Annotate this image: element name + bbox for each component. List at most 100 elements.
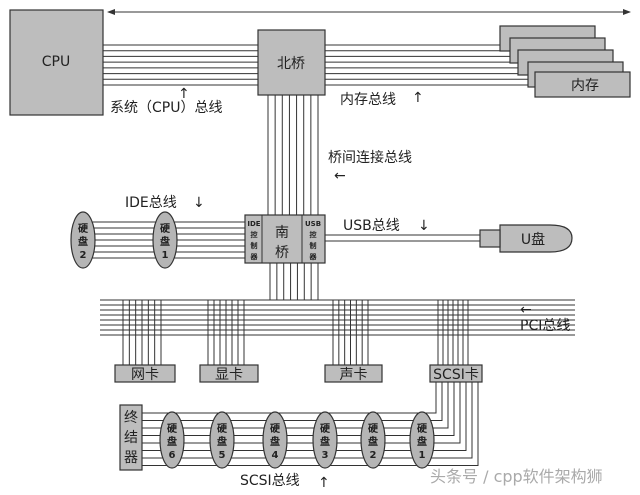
hard-disk-label: 6: [169, 450, 176, 461]
down-arrow-icon: ↓: [193, 195, 205, 211]
hard-disk-label: 1: [162, 250, 169, 261]
hard-disk: 硬盘 3: [312, 411, 338, 469]
hard-disk-label: 硬: [368, 423, 379, 435]
memory-label: 内存: [571, 78, 599, 94]
hard-disk-label: 4: [272, 450, 279, 461]
up-arrow-icon: ↑: [318, 475, 330, 491]
terminator-box: [119, 404, 143, 471]
hard-disk-shape: [152, 211, 178, 269]
scsi-bus-line: [142, 382, 437, 414]
hard-disk: 硬盘 1: [409, 411, 435, 469]
bridge-bus-label: 桥间连接总线: [328, 149, 412, 166]
scsi-bus-line: [142, 382, 461, 444]
hard-disk-label: 盘: [78, 235, 88, 248]
cpu-box: [9, 9, 104, 116]
expansion-card: [324, 364, 383, 383]
hard-disk: 硬盘1: [152, 211, 178, 269]
hard-disk-label: 5: [219, 450, 226, 461]
southbridge-label-1: 南: [275, 225, 289, 241]
terminator: 终 结 器: [119, 404, 143, 471]
hard-disk-label: 盘: [270, 435, 280, 448]
southbridge-box: [244, 214, 326, 264]
expansion-card: [199, 364, 259, 383]
hard-disk: 硬盘 5: [209, 411, 235, 469]
usb-controller-label: 器: [309, 252, 318, 261]
expansion-cards: 网卡 显卡 声卡 SCSI卡: [114, 364, 483, 383]
ide-bus-label: IDE总线: [125, 195, 177, 211]
hard-disk-shape: [209, 411, 235, 469]
hard-disk-label: 盘: [320, 435, 330, 448]
hard-disk-label: 1: [419, 450, 426, 461]
hard-disk: 硬盘 4: [262, 411, 288, 469]
cpu-label: CPU: [42, 54, 70, 70]
terminator-label: 器: [124, 450, 138, 466]
terminator-label: 结: [124, 430, 138, 446]
hard-disk-shape: [262, 411, 288, 469]
hard-disk-label: 硬: [270, 423, 281, 435]
usb-controller-label: USB: [305, 220, 321, 228]
expansion-card-label: SCSI卡: [433, 367, 479, 383]
down-arrow-icon: ↓: [418, 218, 430, 234]
hard-disk-shape: [312, 411, 338, 469]
hard-disk-label: 盘: [368, 435, 378, 448]
southbridge: 南 桥 IDE 控 制 器 USB 控 制 器: [244, 214, 326, 264]
hard-disk-label: 3: [322, 450, 329, 461]
watermark: 头条号 / cpp软件架构狮: [430, 467, 603, 486]
hard-disk: 硬盘 2: [70, 211, 96, 269]
hard-disk-label: 盘: [417, 435, 427, 448]
scsi-bus-line: [142, 382, 455, 436]
hard-disk-label: 硬: [160, 223, 171, 235]
expansion-card: [429, 364, 483, 383]
hard-disk-label: 硬: [167, 423, 178, 435]
left-arrow-icon: ←: [520, 302, 532, 318]
usb-controller-label: 控: [310, 230, 317, 239]
bus-lines: [80, 44, 575, 466]
expansion-card-label: 网卡: [131, 367, 159, 383]
usb-bus-label: USB总线: [343, 218, 400, 234]
memory-module: [534, 71, 631, 98]
ide-controller-label: 器: [250, 252, 259, 261]
usb-disk-body: [499, 224, 573, 253]
expansion-card: [114, 364, 176, 383]
scsi-bus-line: [142, 382, 473, 459]
hard-disk-shape: [360, 411, 386, 469]
hard-disk-label: 硬: [78, 223, 89, 235]
ide-controller-label: 控: [251, 230, 258, 239]
pci-bus-label: PCI总线: [520, 318, 570, 334]
expansion-card-label: 声卡: [340, 367, 368, 383]
usb-controller-label: 制: [310, 241, 317, 250]
scsi-bus-line: [142, 382, 449, 429]
northbridge-label: 北桥: [277, 56, 305, 72]
hard-disk-label: 硬: [320, 423, 331, 435]
hard-disk-label: 硬: [217, 423, 228, 435]
up-arrow-icon: ↑: [178, 86, 190, 102]
usb-disk-plug: [479, 229, 501, 248]
hard-disk-label: 盘: [167, 435, 177, 448]
northbridge-box: [257, 29, 326, 96]
hard-disk-label: 硬: [417, 423, 428, 435]
hard-disk-shape: [70, 211, 96, 269]
up-arrow-icon: ↑: [412, 90, 424, 106]
hard-disk-label: 2: [370, 450, 377, 461]
scsi-bus-line: [142, 382, 443, 421]
hard-disk: 硬盘 2: [360, 411, 386, 469]
left-arrow-icon: ←: [334, 168, 346, 184]
memory-bus-label: 内存总线: [340, 92, 396, 108]
hard-disk-label: 2: [80, 250, 87, 261]
southbridge-label-2: 桥: [275, 245, 289, 261]
terminator-label: 终: [124, 410, 138, 426]
expansion-card-label: 显卡: [215, 367, 243, 383]
hard-disk-label: 盘: [217, 435, 227, 448]
hard-disk-shape: [159, 411, 185, 469]
scsi-bus-label: SCSI总线: [240, 473, 300, 489]
system-bus-label: 系统（CPU）总线: [110, 100, 222, 116]
hard-disk: 硬盘 6: [159, 411, 185, 469]
hard-disk-shape: [409, 411, 435, 469]
scsi-bus-line: [142, 382, 479, 466]
ide-controller-label: IDE: [247, 220, 260, 228]
scsi-bus-line: [142, 382, 467, 451]
